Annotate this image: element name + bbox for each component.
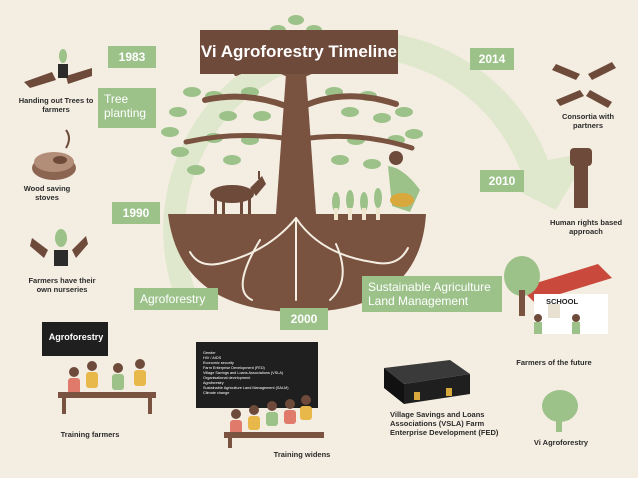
nursery-hands-icon: [30, 229, 88, 266]
topic-item: Farm Enterprise Development (FED): [203, 366, 265, 370]
year-2014: 2014: [470, 48, 514, 70]
vi-agroforestry-logo-tree: [542, 390, 578, 432]
farmer-figure: [388, 151, 420, 212]
chalkboard-agroforestry: [42, 322, 108, 356]
raised-fist-icon: [570, 148, 592, 208]
caption-nurseries: Farmers have their own nurseries: [28, 276, 96, 294]
chalkboard-topics: [196, 342, 318, 408]
training-farmers-figures: [58, 359, 156, 414]
caption-vsla: Village Savings and Loans Associations (…: [390, 410, 499, 437]
caption-training-farmers: Training farmers: [60, 430, 120, 439]
topic-item: HIV / AIDS: [203, 356, 222, 360]
year-1990: 1990: [112, 202, 160, 224]
phase-agroforestry: Agroforestry: [134, 288, 218, 310]
page-title: Vi Agroforestry Timeline: [200, 30, 398, 74]
goat-figure: [210, 171, 266, 214]
year-2000: 2000: [280, 308, 328, 330]
caption-handing-out: Handing out Trees to farmers: [18, 96, 94, 114]
caption-vi-agroforestry: Vi Agroforestry: [533, 438, 589, 447]
phase-salm: Sustainable Agriculture Land Management: [362, 276, 502, 312]
caption-training-widens: Training widens: [273, 450, 331, 459]
topic-item: Sustainable Agriculture Land Management …: [203, 386, 289, 390]
training-widens-figures: [224, 395, 324, 448]
topic-item: Economic security: [203, 361, 234, 365]
chalkboard-topic-list: Gender HIV / AIDS Economic security Farm…: [203, 351, 311, 396]
handshake-icon: [552, 62, 616, 108]
year-2010: 2010: [480, 170, 524, 192]
timeline-arrow: [163, 31, 590, 300]
topic-item: Climate change: [203, 391, 230, 395]
topic-item: Agroforestry: [203, 381, 224, 385]
topic-item: Village Savings and Loans Associations (…: [203, 371, 284, 375]
stove-icon: [32, 129, 76, 180]
chalkboard-title: Agroforestry: [48, 332, 104, 342]
vegetables: [332, 188, 382, 220]
caption-wood-saving: Wood saving stoves: [23, 184, 71, 202]
topic-item: Organisational development: [203, 376, 251, 380]
topic-item: Gender: [203, 351, 216, 355]
year-1983: 1983: [108, 46, 156, 68]
trunk: [276, 74, 316, 214]
caption-farmers-future: Farmers of the future: [516, 358, 592, 367]
savings-box-icon: [384, 360, 470, 404]
caption-consortia: Consortia with partners: [561, 112, 615, 130]
school-tree: [504, 256, 540, 316]
roots: [189, 217, 409, 301]
school-sign: SCHOOL: [545, 297, 579, 306]
children-figures: [534, 314, 580, 334]
hands-seedling-icon: [24, 49, 92, 88]
school-building: [520, 264, 612, 334]
caption-human-rights: Human rights based approach: [549, 218, 623, 236]
phase-tree-planting: Tree planting: [98, 88, 156, 128]
